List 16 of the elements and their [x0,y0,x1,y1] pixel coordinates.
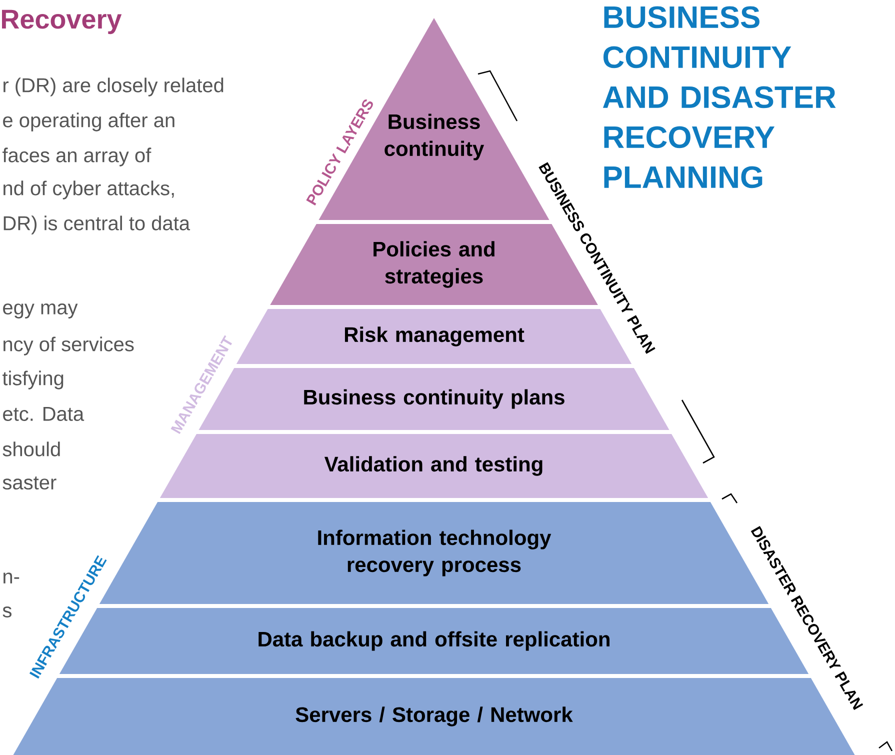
body-text: tisfying [2,370,64,390]
body-text: nd of cyber attacks, [4,180,174,200]
body-text: ncy of services [4,336,134,356]
body-text: e operating after an [3,112,174,132]
body-text: egy may [3,304,78,318]
body-text: DR) is central to data [4,216,190,234]
body-text: saster [2,476,56,490]
title: BUSINESS CONTINUITY AND DISASTER RECOVERY PLANNING [602,6,836,188]
heading: Recovery [2,10,122,34]
body-text: etc. Data [3,407,84,421]
pyramid-layer: Validation and testing [160,434,708,498]
body-text: s [2,606,12,618]
body-text: n- [4,572,20,584]
body-text: faces an array of [2,148,152,166]
body-text: r (DR) are closely related [4,78,224,96]
body-text: should [2,442,60,456]
